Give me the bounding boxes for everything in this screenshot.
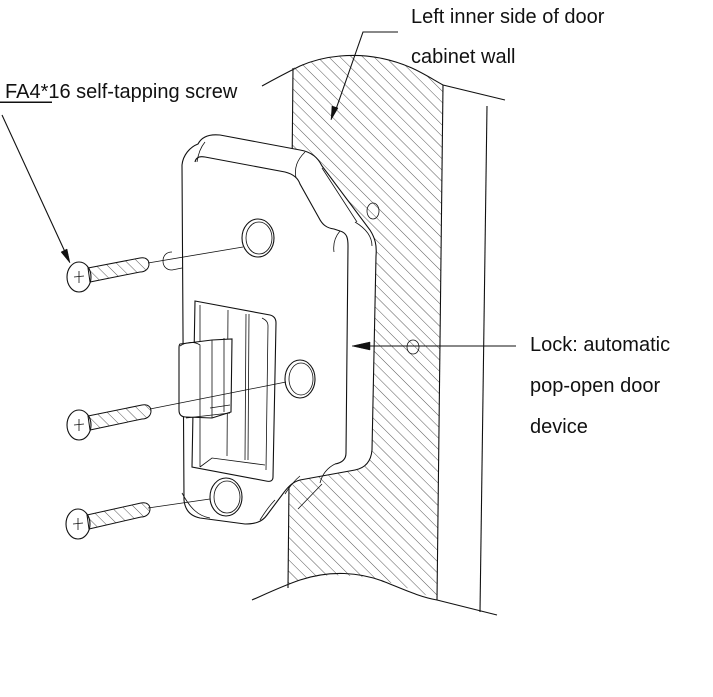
screw-mid — [66, 381, 287, 441]
lock-left-boss — [162, 251, 183, 271]
screws — [65, 246, 287, 540]
lock-back-plate — [181, 134, 377, 525]
screw-mid-phillips-icon — [73, 419, 85, 431]
screw-top-phillips-icon — [73, 271, 85, 283]
screw-leader-arrowhead — [60, 248, 71, 264]
latch-slot — [191, 300, 277, 482]
lock-screw-hole-bottom — [209, 477, 243, 517]
wall-hole-mid — [406, 339, 420, 355]
wall-label-line1: Left inner side of door — [411, 6, 605, 28]
lock-top-bevel — [196, 141, 373, 253]
wall-hole-top — [366, 202, 380, 220]
lock-front-face — [194, 156, 349, 465]
latch-plunger — [178, 338, 233, 419]
screw-bottom — [65, 498, 211, 540]
wall-inner-edge — [436, 84, 444, 601]
wall-leader-arrowhead — [330, 105, 339, 121]
screw-label: FA4*16 self-tapping screw — [5, 82, 237, 102]
screw-mid-axis-line — [149, 381, 287, 410]
screw-top — [66, 246, 244, 293]
wall-label-line2: cabinet wall — [411, 46, 516, 68]
screw-bottom-thread — [86, 502, 151, 530]
leaders — [0, 31, 516, 351]
wall-outer-edge — [479, 105, 488, 613]
lock-screw-hole-mid — [284, 359, 316, 399]
wall-leader-line — [334, 31, 398, 113]
lock-device — [162, 134, 377, 525]
screw-label-description: *16 self-tapping screw — [40, 81, 238, 103]
lock-screw-hole-bottom-inner — [213, 480, 241, 514]
wall-top-edge — [261, 54, 506, 101]
screw-mid-thread — [87, 404, 152, 431]
lock-screw-hole-top-inner — [245, 221, 273, 255]
lock-leader-arrowhead — [351, 341, 371, 351]
lock-label-line2: pop-open door — [530, 375, 661, 397]
screw-top-axis-line — [147, 246, 244, 264]
screw-top-thread — [87, 257, 150, 283]
wall-bottom-edge — [251, 572, 498, 616]
screw-label-spec: FA4 — [5, 81, 41, 103]
lock-screw-hole-top — [241, 218, 275, 258]
screw-bottom-phillips-icon — [72, 518, 84, 530]
screw-label-underline — [0, 102, 52, 103]
lock-bottom-bevel — [181, 463, 336, 521]
latch-plunger-detail — [179, 338, 231, 419]
lock-label-line1: Lock: automatic — [530, 334, 671, 356]
lock-screw-hole-mid-inner — [288, 362, 314, 396]
screw-bottom-axis-line — [147, 498, 211, 509]
screw-leader-diagonal — [1, 114, 67, 255]
lock-label-line3: device — [530, 416, 588, 438]
